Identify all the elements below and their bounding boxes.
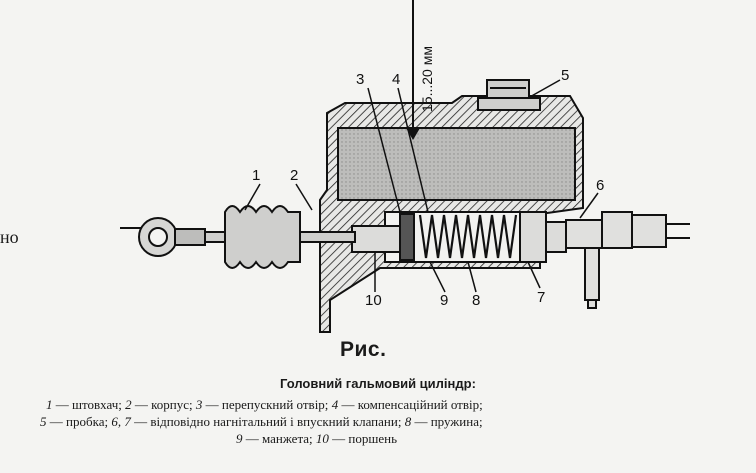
figure-title: Головний гальмовий циліндр: [280, 376, 476, 391]
spring [418, 214, 518, 259]
callout-5: 5 [561, 67, 569, 84]
page-text-fragment: но [0, 227, 19, 247]
legend-text: штовхач; [72, 397, 122, 412]
legend-text: перепускний отвір; [221, 397, 329, 412]
callout-4: 4 [392, 71, 400, 88]
callout-1: 1 [252, 167, 260, 184]
valves [519, 211, 567, 263]
callout-9: 9 [440, 292, 448, 309]
legend-line: 5 — пробка; 6, 7 — відповідно нагнітальн… [40, 414, 483, 429]
legend-num: 5 [40, 414, 47, 429]
figure-label: Рис. [340, 338, 387, 361]
callout-7: 7 [537, 289, 545, 306]
legend-text: компенсаційний отвір; [357, 397, 483, 412]
leader-lines [244, 79, 599, 293]
legend-text: пружина; [430, 414, 483, 429]
legend-num: 8 [404, 414, 412, 429]
legend-line: 1 — штовхач; 2 — корпус; 3 — перепускний… [46, 397, 483, 412]
callout-3: 3 [356, 71, 364, 88]
dimension-arrowhead [406, 128, 420, 140]
legend-text: пробка; [66, 414, 109, 429]
callout-6: 6 [596, 177, 604, 194]
callout-8: 8 [472, 292, 480, 309]
legend-line: 9 — манжета; 10 — поршень [236, 431, 398, 446]
legend-num: 10 [315, 431, 329, 446]
legend-num: 1 [46, 397, 53, 412]
legend-num: 6, 7 [111, 414, 131, 429]
legend-text: корпус; [151, 397, 193, 412]
plug [477, 79, 541, 111]
legend-text: манжета; [262, 431, 313, 446]
dimension-label: 15...20 мм [419, 46, 435, 112]
legend-num: 3 [195, 397, 203, 412]
fluid-reservoir [337, 127, 576, 201]
legend-text: поршень [348, 431, 398, 446]
legend-num: 2 [125, 397, 132, 412]
callout-10: 10 [365, 292, 382, 309]
outlet-fitting [565, 211, 690, 309]
callout-2: 2 [290, 167, 298, 184]
legend-text: відповідно нагнітальний і впускний клапа… [150, 414, 402, 429]
rubber-boot [224, 205, 301, 269]
legend-num: 9 [236, 431, 243, 446]
figure-legend: 1 — штовхач; 2 — корпус; 3 — перепускний… [40, 396, 752, 447]
legend-num: 4 [331, 397, 339, 412]
